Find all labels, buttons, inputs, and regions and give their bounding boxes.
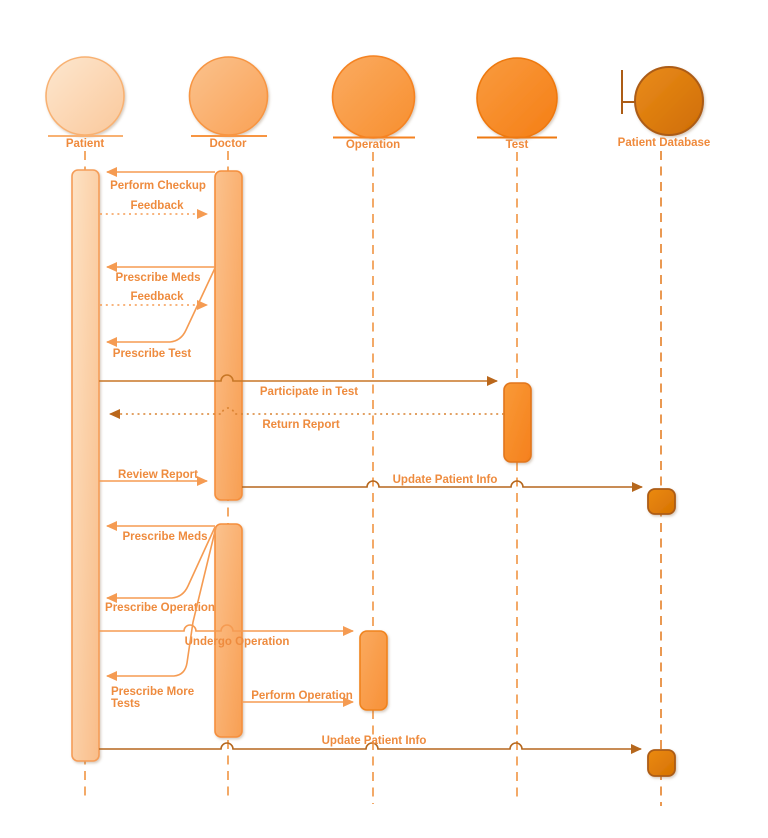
actor-test-label: Test <box>506 139 529 151</box>
patient-database-circle-icon <box>634 66 704 136</box>
actor-operation: Operation <box>331 55 416 151</box>
message-prescribe-operation-arrow <box>106 526 216 603</box>
actor-doctor: Doctor <box>188 56 269 150</box>
message-update-patient-info-2-label: Update Patient Info <box>322 735 427 747</box>
activation-bar-test <box>503 382 532 463</box>
message-update-patient-info-1: Update Patient Info <box>242 474 643 492</box>
doctor-entity-icon <box>188 56 269 136</box>
message-perform-checkup: Perform Checkup <box>106 167 215 192</box>
actor-test: Test <box>476 57 558 151</box>
actor-operation-label: Operation <box>346 139 400 151</box>
message-undergo-operation-label: Undergo Operation <box>185 636 290 648</box>
message-prescribe-test-label: Prescribe Test <box>113 348 192 360</box>
message-perform-operation: Perform Operation <box>242 690 354 707</box>
message-return-report: Return Report <box>109 407 504 431</box>
actor-patient: Patient <box>45 56 125 150</box>
test-entity-icon <box>476 57 558 139</box>
activation-bar-doctor-1 <box>214 170 243 501</box>
message-participate-in-test: Participate in Test <box>99 374 498 398</box>
actor-doctor-label: Doctor <box>209 138 247 150</box>
message-review-report: Review Report <box>99 469 208 486</box>
message-prescribe-meds-1: Prescribe Meds <box>106 262 215 284</box>
message-feedback-1: Feedback <box>100 200 208 219</box>
message-undergo-operation: Undergo Operation <box>99 624 354 648</box>
message-prescribe-more-tests-label-line2: Tests <box>111 698 140 710</box>
message-perform-operation-label: Perform Operation <box>251 690 353 702</box>
message-update-patient-info-1-label: Update Patient Info <box>393 474 498 486</box>
message-prescribe-operation-label: Prescribe Operation <box>105 602 215 614</box>
message-prescribe-more-tests-arrow <box>106 526 217 681</box>
message-review-report-label: Review Report <box>118 469 198 481</box>
activation-bar-database-2 <box>647 749 676 777</box>
message-update-patient-info-1-arrow <box>242 480 643 492</box>
actor-patient-database: Patient Database <box>618 66 711 149</box>
message-return-report-label: Return Report <box>262 419 339 431</box>
message-update-patient-info-2: Update Patient Info <box>99 735 642 754</box>
message-feedback-2: Feedback <box>100 291 208 310</box>
operation-entity-icon <box>331 55 416 139</box>
message-undergo-operation-arrow <box>99 624 354 636</box>
message-return-report-arrow <box>109 407 504 419</box>
message-prescribe-operation: Prescribe Operation <box>105 526 216 614</box>
message-prescribe-more-tests: Prescribe More Tests <box>106 526 217 710</box>
message-prescribe-meds-2-label: Prescribe Meds <box>122 531 207 543</box>
message-participate-in-test-label: Participate in Test <box>260 386 358 398</box>
actor-patient-database-label: Patient Database <box>618 137 711 149</box>
message-prescribe-meds-2: Prescribe Meds <box>106 521 215 543</box>
activation-bar-patient <box>71 169 100 762</box>
activation-bar-operation <box>359 630 388 711</box>
message-prescribe-test-arrow <box>106 267 216 347</box>
message-update-patient-info-2-arrow <box>99 742 642 754</box>
message-prescribe-test: Prescribe Test <box>106 267 216 360</box>
message-perform-checkup-label: Perform Checkup <box>110 180 206 192</box>
activation-bar-database-1 <box>647 488 676 515</box>
message-prescribe-meds-1-label: Prescribe Meds <box>115 272 200 284</box>
message-feedback-2-label: Feedback <box>130 291 184 303</box>
patient-entity-icon <box>45 56 125 136</box>
message-prescribe-more-tests-label-line1: Prescribe More <box>111 686 194 698</box>
message-participate-in-test-arrow <box>99 374 498 386</box>
message-feedback-1-label: Feedback <box>130 200 184 212</box>
actor-patient-label: Patient <box>66 138 105 150</box>
